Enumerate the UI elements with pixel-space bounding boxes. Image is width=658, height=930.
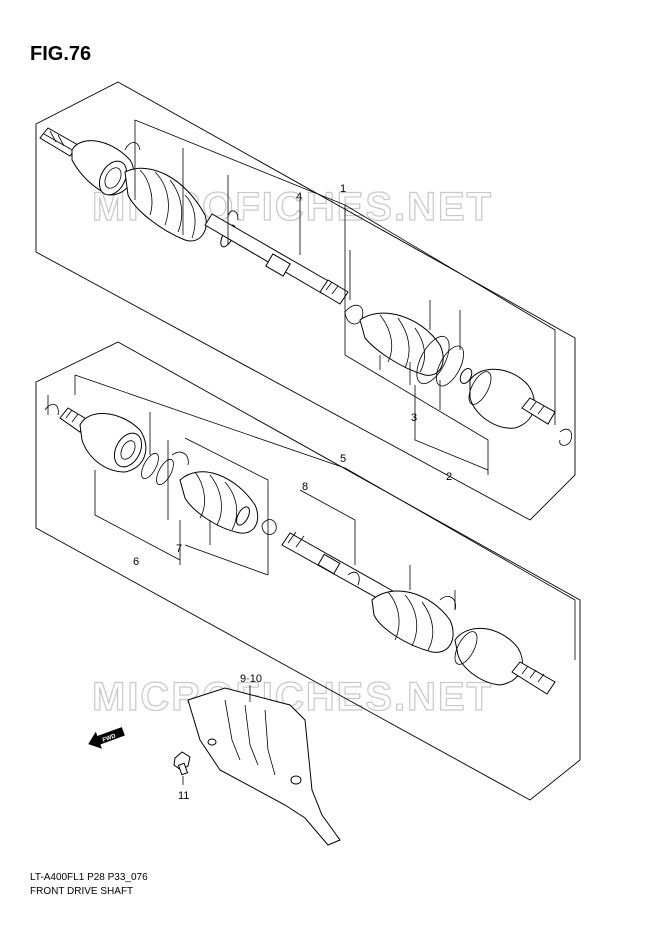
callout-8: 8 <box>302 481 308 493</box>
upper-leader-lines <box>134 119 556 475</box>
callout-11: 11 <box>178 790 189 802</box>
lower-drive-shaft <box>44 403 556 695</box>
figure-title: FIG.76 <box>30 43 91 65</box>
upper-assembly-frame <box>35 81 576 521</box>
forward-arrow-icon: FWD <box>88 727 125 749</box>
footer-title: FRONT DRIVE SHAFT <box>30 886 133 897</box>
callout-4: 4 <box>296 191 302 203</box>
callout-2: 2 <box>446 471 452 483</box>
callout-7: 7 <box>176 543 182 555</box>
fwd-label: FWD <box>102 733 118 744</box>
lower-leader-lines <box>47 374 576 660</box>
callout-9-10: 9·10 <box>240 673 262 685</box>
footer-code: LT-A400FL1 P28 P33_076 <box>30 872 148 883</box>
callout-3: 3 <box>411 412 417 424</box>
guard-bolt <box>173 751 191 785</box>
lower-assembly-frame <box>35 341 581 801</box>
callout-1: 1 <box>340 183 346 195</box>
callout-5: 5 <box>340 453 346 465</box>
upper-drive-shaft <box>39 127 573 446</box>
shaft-guard-plate <box>187 685 341 846</box>
callout-6: 6 <box>133 556 139 568</box>
